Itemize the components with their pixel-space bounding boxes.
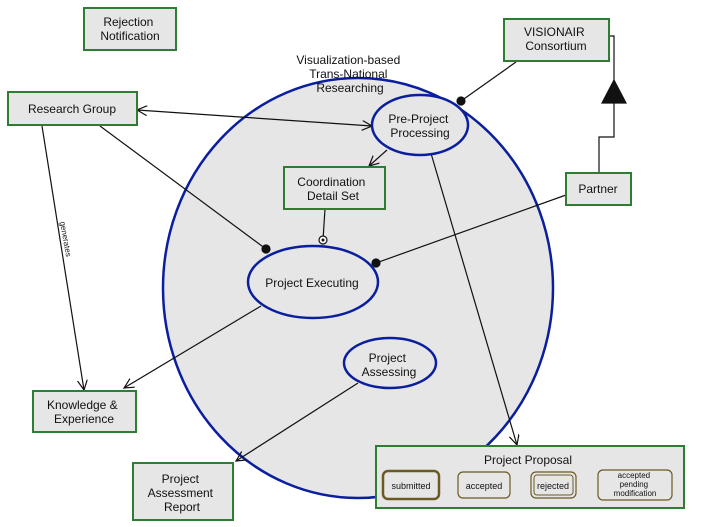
- generalization-triangle: [601, 78, 627, 104]
- link-preproject-proposal: [429, 149, 517, 445]
- link-assessing-report: [236, 382, 359, 461]
- svg-text:Project Proposal: Project Proposal: [484, 453, 572, 467]
- process-project-executing[interactable]: Project Executing: [246, 244, 380, 320]
- link-research-knowledge: [41, 125, 84, 390]
- svg-text:submitted: submitted: [391, 481, 430, 491]
- object-visionair-consortium[interactable]: VISIONAIR Consortium: [503, 18, 610, 62]
- link-research-executing: [99, 125, 267, 250]
- link-research-preproject: [137, 110, 372, 126]
- state-submitted[interactable]: submitted: [381, 469, 441, 501]
- object-project-assessment-report[interactable]: Project Assessment Report: [132, 462, 234, 521]
- svg-text:Coordination Detail Set: Coordination Detail Set: [297, 175, 368, 203]
- agent-dot-preproject: [456, 96, 466, 106]
- state-accepted-pending-modification[interactable]: accepted pending modification: [597, 469, 673, 501]
- link-visionair-preproject: [460, 61, 517, 102]
- svg-text:accepted: accepted: [466, 481, 503, 491]
- link-coordination-executing: [322, 208, 326, 241]
- agent-dot-executing-1: [261, 244, 271, 254]
- svg-text:VISIONAIR Consortium: VISIONAIR Consortium: [524, 25, 588, 53]
- object-partner[interactable]: Partner: [565, 172, 632, 206]
- svg-text:Project Assessing: Project Assessing: [362, 351, 417, 379]
- agent-dot-executing-2: [371, 258, 381, 268]
- svg-text:Research Group: Research Group: [28, 102, 116, 116]
- object-coordination-detail-set[interactable]: Coordination Detail Set: [283, 166, 386, 210]
- link-partner-executing: [375, 194, 567, 264]
- svg-text:Pre-Project Processing: Pre-Project Processing: [388, 112, 451, 140]
- svg-text:Project Assessment: Project Assessment Report: [148, 472, 217, 514]
- link-executing-knowledge: [124, 305, 262, 388]
- process-project-assessing[interactable]: Project Assessing: [342, 336, 438, 390]
- svg-text:rejected: rejected: [537, 481, 569, 491]
- object-knowledge-experience[interactable]: Knowledge & Experience: [32, 390, 137, 433]
- state-rejected[interactable]: rejected: [530, 471, 577, 499]
- process-pre-project[interactable]: Pre-Project Processing: [370, 93, 470, 157]
- object-research-group[interactable]: Research Group: [7, 91, 138, 126]
- svg-text:Knowledge & Experience: Knowledge & Experience: [47, 398, 121, 426]
- main-process-label: Visualization-based Trans-National Resea…: [296, 53, 403, 95]
- svg-text:Rejection Notification: Rejection Notification: [100, 15, 159, 43]
- generalization-line: [598, 103, 615, 173]
- links: [41, 35, 627, 461]
- link-preproject-coordination: [369, 149, 388, 166]
- svg-text:accepted pending: accepted pending modification: [614, 471, 657, 498]
- svg-text:Partner: Partner: [578, 182, 617, 196]
- object-project-proposal[interactable]: Project Proposal submitted accepted reje…: [375, 445, 685, 509]
- svg-text:Project Executing: Project Executing: [265, 276, 358, 290]
- state-accepted[interactable]: accepted: [457, 471, 511, 499]
- object-rejection-notification[interactable]: Rejection Notification: [83, 7, 177, 51]
